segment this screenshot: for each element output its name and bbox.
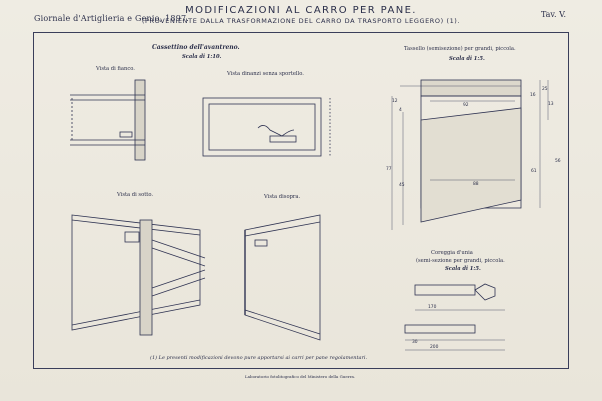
tassello-drawing <box>391 79 549 230</box>
label-below-view: Vista di sotto. <box>117 192 154 198</box>
coreggia-drawing <box>404 283 505 351</box>
front-view-drawing <box>202 97 331 157</box>
tassello-scale: Scala di 1:5. <box>449 56 485 62</box>
dim-45: 45 <box>399 182 405 188</box>
coreggia-scale: Scala di 1:5. <box>445 266 481 272</box>
dim-12: 12 <box>392 98 398 104</box>
imprint-line: Laboratorio fotolitografico del Minister… <box>245 374 356 379</box>
coreggia-title-1: Coreggia d'unia <box>431 250 473 256</box>
drawing-frame <box>33 32 569 369</box>
cassettino-scale: Scala di 1:10. <box>182 54 222 60</box>
above-view-drawing <box>244 214 321 341</box>
dim-88: 88 <box>473 181 479 187</box>
plate-subtitle: (PROVENIENTE DALLA TRASFORMAZIONE DEL CA… <box>141 17 461 25</box>
dim-92: 92 <box>463 102 469 108</box>
dim-61: 61 <box>531 168 537 174</box>
dim-4: 4 <box>399 107 402 113</box>
cassettino-title: Cassettino dell'avantreno. <box>152 44 240 51</box>
coreggia-title-2: (semi-sezione per grandi, piccola. <box>416 258 505 264</box>
plate-title: MODIFICAZIONI AL CARRO PER PANE. <box>185 5 417 16</box>
dim-77: 77 <box>386 166 392 172</box>
tassello-title: Tassello (semisezione) per grandi, picco… <box>404 46 516 52</box>
label-above-view: Vista disopra. <box>264 194 301 200</box>
dim-25: 25 <box>542 86 548 92</box>
dim-30: 30 <box>412 339 418 345</box>
footnote: (1) Le presenti modificazioni devono pur… <box>150 355 368 361</box>
label-front-view: Vista dinanzi senza sportello. <box>227 71 304 77</box>
journal-header: Giornale d'Artiglieria e Genio, 1897. <box>34 14 190 23</box>
dim-13: 13 <box>548 101 554 107</box>
label-side-view: Vista di fianco. <box>96 66 135 72</box>
dim-170: 170 <box>428 304 437 310</box>
plate-number: Tav. V. <box>540 10 566 19</box>
dim-200: 200 <box>430 344 439 350</box>
dim-16: 16 <box>530 92 536 98</box>
side-view-drawing <box>70 79 146 161</box>
below-view-drawing <box>71 214 206 336</box>
dim-56: 56 <box>555 158 561 164</box>
